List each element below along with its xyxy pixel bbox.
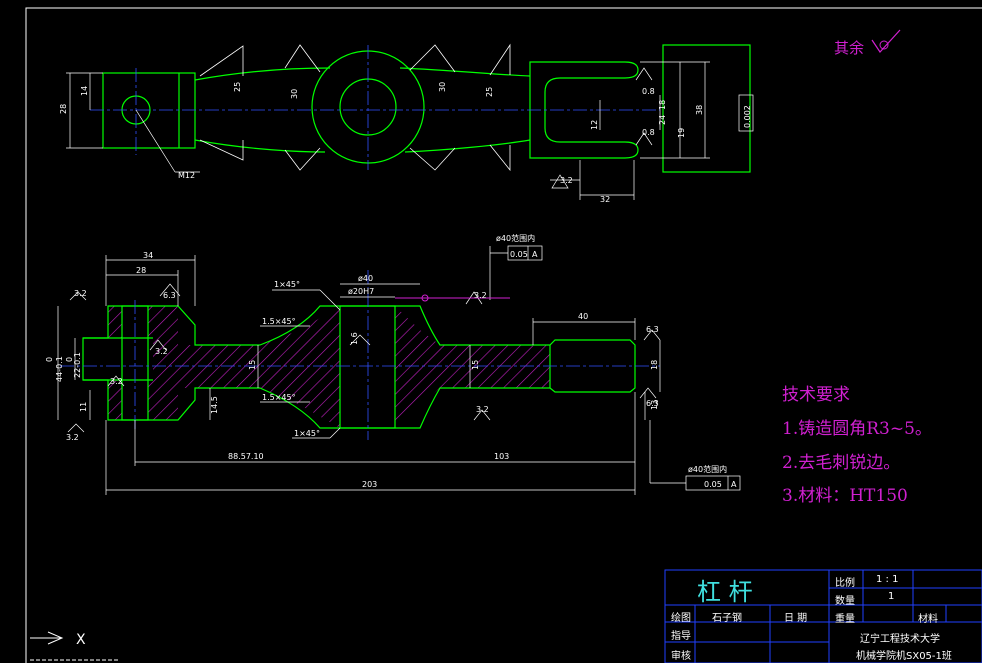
chamfer-1x45-bottom: 1×45°	[294, 429, 320, 438]
bore-20h7	[339, 305, 396, 429]
qty-label: 数量	[835, 596, 855, 607]
dim-0-8b: 0.8	[642, 128, 655, 137]
dim-3-2-top: 3.2	[560, 176, 573, 185]
dim-28-top: 28	[59, 104, 68, 114]
dim-88: 88.57.10	[228, 452, 264, 461]
dim-30b: 30	[438, 82, 447, 92]
dim-25a: 25	[233, 82, 242, 92]
ucs-icon	[30, 631, 120, 661]
roughness-3-2-c: 3.2	[110, 377, 123, 386]
scale-label: 比例	[835, 578, 855, 589]
tolerance-0-002: 0.002	[743, 105, 752, 128]
left-arm-upper	[194, 67, 331, 81]
side-view-box	[662, 44, 751, 173]
roughness-3-2-e: 3.2	[474, 291, 487, 300]
top-view	[102, 43, 751, 173]
front-outline	[82, 305, 636, 429]
dim-phi40: ø40	[358, 274, 373, 283]
dim-m12: M12	[178, 171, 195, 180]
dim-24: 24	[658, 115, 667, 125]
dim-18: 18	[658, 100, 667, 110]
roughness-6-3-a: 6.3	[163, 291, 176, 300]
dim-15-left: 15	[248, 360, 257, 370]
chamfer-1x45-top: 1×45°	[274, 280, 300, 289]
requirement-3: 3.材料：HT150	[782, 486, 908, 506]
tol1-note: ø40范围内	[496, 233, 535, 243]
scale-value: 1 : 1	[876, 574, 899, 585]
left-arm-lower	[194, 139, 326, 153]
chamfer-1-5x45-bottom: 1.5×45°	[262, 393, 296, 402]
dim-0-b: 0	[65, 357, 74, 362]
part-name: 杠 杆	[697, 578, 753, 606]
right-arm-lower	[404, 139, 531, 153]
dim-22: 22-0.1	[73, 352, 82, 378]
dim-11: 11	[79, 402, 88, 412]
dim-12: 12	[590, 120, 599, 130]
left-boss	[102, 72, 196, 149]
org-line-2: 机械学院机SX05-1班	[856, 651, 952, 662]
roughness-3-2-a: 3.2	[74, 289, 87, 298]
dim-18: 18	[650, 360, 659, 370]
roughness-3-2-d: 3.2	[66, 433, 79, 442]
dim-32: 32	[600, 195, 610, 204]
chamfer-1-5x45-top: 1.5×45°	[262, 317, 296, 326]
qty-value: 1	[888, 591, 895, 602]
dim-14-top: 14	[80, 86, 89, 96]
date-label: 日 期	[784, 613, 808, 624]
roughness-1-6: 1.6	[350, 332, 359, 345]
dim-203: 203	[362, 480, 377, 489]
dim-28: 28	[136, 266, 146, 275]
drawn-name: 石子钢	[712, 613, 742, 624]
dim-0-8a: 0.8	[642, 87, 655, 96]
drawing-border	[25, 7, 982, 663]
tol1-value: 0.05	[510, 250, 528, 259]
dim-19: 19	[677, 128, 686, 138]
org-line-1: 辽宁工程技术大学	[860, 634, 940, 645]
dim-14-5: 14.5	[210, 396, 219, 414]
hatch-web-right	[395, 306, 550, 428]
dim-13: 13	[650, 400, 659, 410]
roughness-3-2-b: 3.2	[155, 347, 168, 356]
requirement-2: 2.去毛刺锐边。	[782, 453, 901, 473]
dim-15-right: 15	[471, 360, 480, 370]
right-arm-upper	[399, 67, 531, 77]
right-fork	[529, 61, 639, 159]
requirement-1: 1.铸造圆角R3~5。	[782, 419, 932, 439]
tol2-datum: A	[731, 480, 737, 489]
ucs-x-label: X	[76, 632, 86, 648]
dim-44: 44-0.1	[55, 356, 64, 382]
tol2-note: ø40范围内	[688, 464, 727, 474]
front-view: 34 28 3.2 6.3 3.2 3.2 3.2 3.2 6.3 6.3 3.…	[45, 233, 741, 495]
dim-25b: 25	[485, 87, 494, 97]
dim-40: 40	[578, 312, 588, 321]
dim-103: 103	[494, 452, 509, 461]
dim-30a: 30	[290, 89, 299, 99]
title-block	[664, 569, 982, 663]
roughness-symbol-other	[871, 29, 901, 53]
roughness-3-2-f: 3.2	[476, 405, 489, 414]
dim-38: 38	[695, 105, 704, 115]
dim-0-a: 0	[45, 357, 54, 362]
hatch-web-left	[178, 306, 340, 428]
material-label: 材料	[918, 614, 938, 625]
review-label: 审核	[671, 651, 691, 662]
tol2-value: 0.05	[704, 480, 722, 489]
check-label: 指导	[671, 631, 691, 642]
drawn-label: 绘图	[671, 613, 691, 624]
weight-label: 重量	[835, 614, 855, 625]
other-finish-label: 其余	[834, 39, 864, 57]
requirements-title: 技术要求	[782, 385, 850, 405]
dim-34: 34	[143, 251, 153, 260]
dim-phi20h7: ø20H7	[348, 287, 374, 296]
roughness-6-3-b: 6.3	[646, 325, 659, 334]
tol1-datum: A	[532, 250, 538, 259]
roughness-6-3-c: 6.3	[646, 399, 659, 408]
